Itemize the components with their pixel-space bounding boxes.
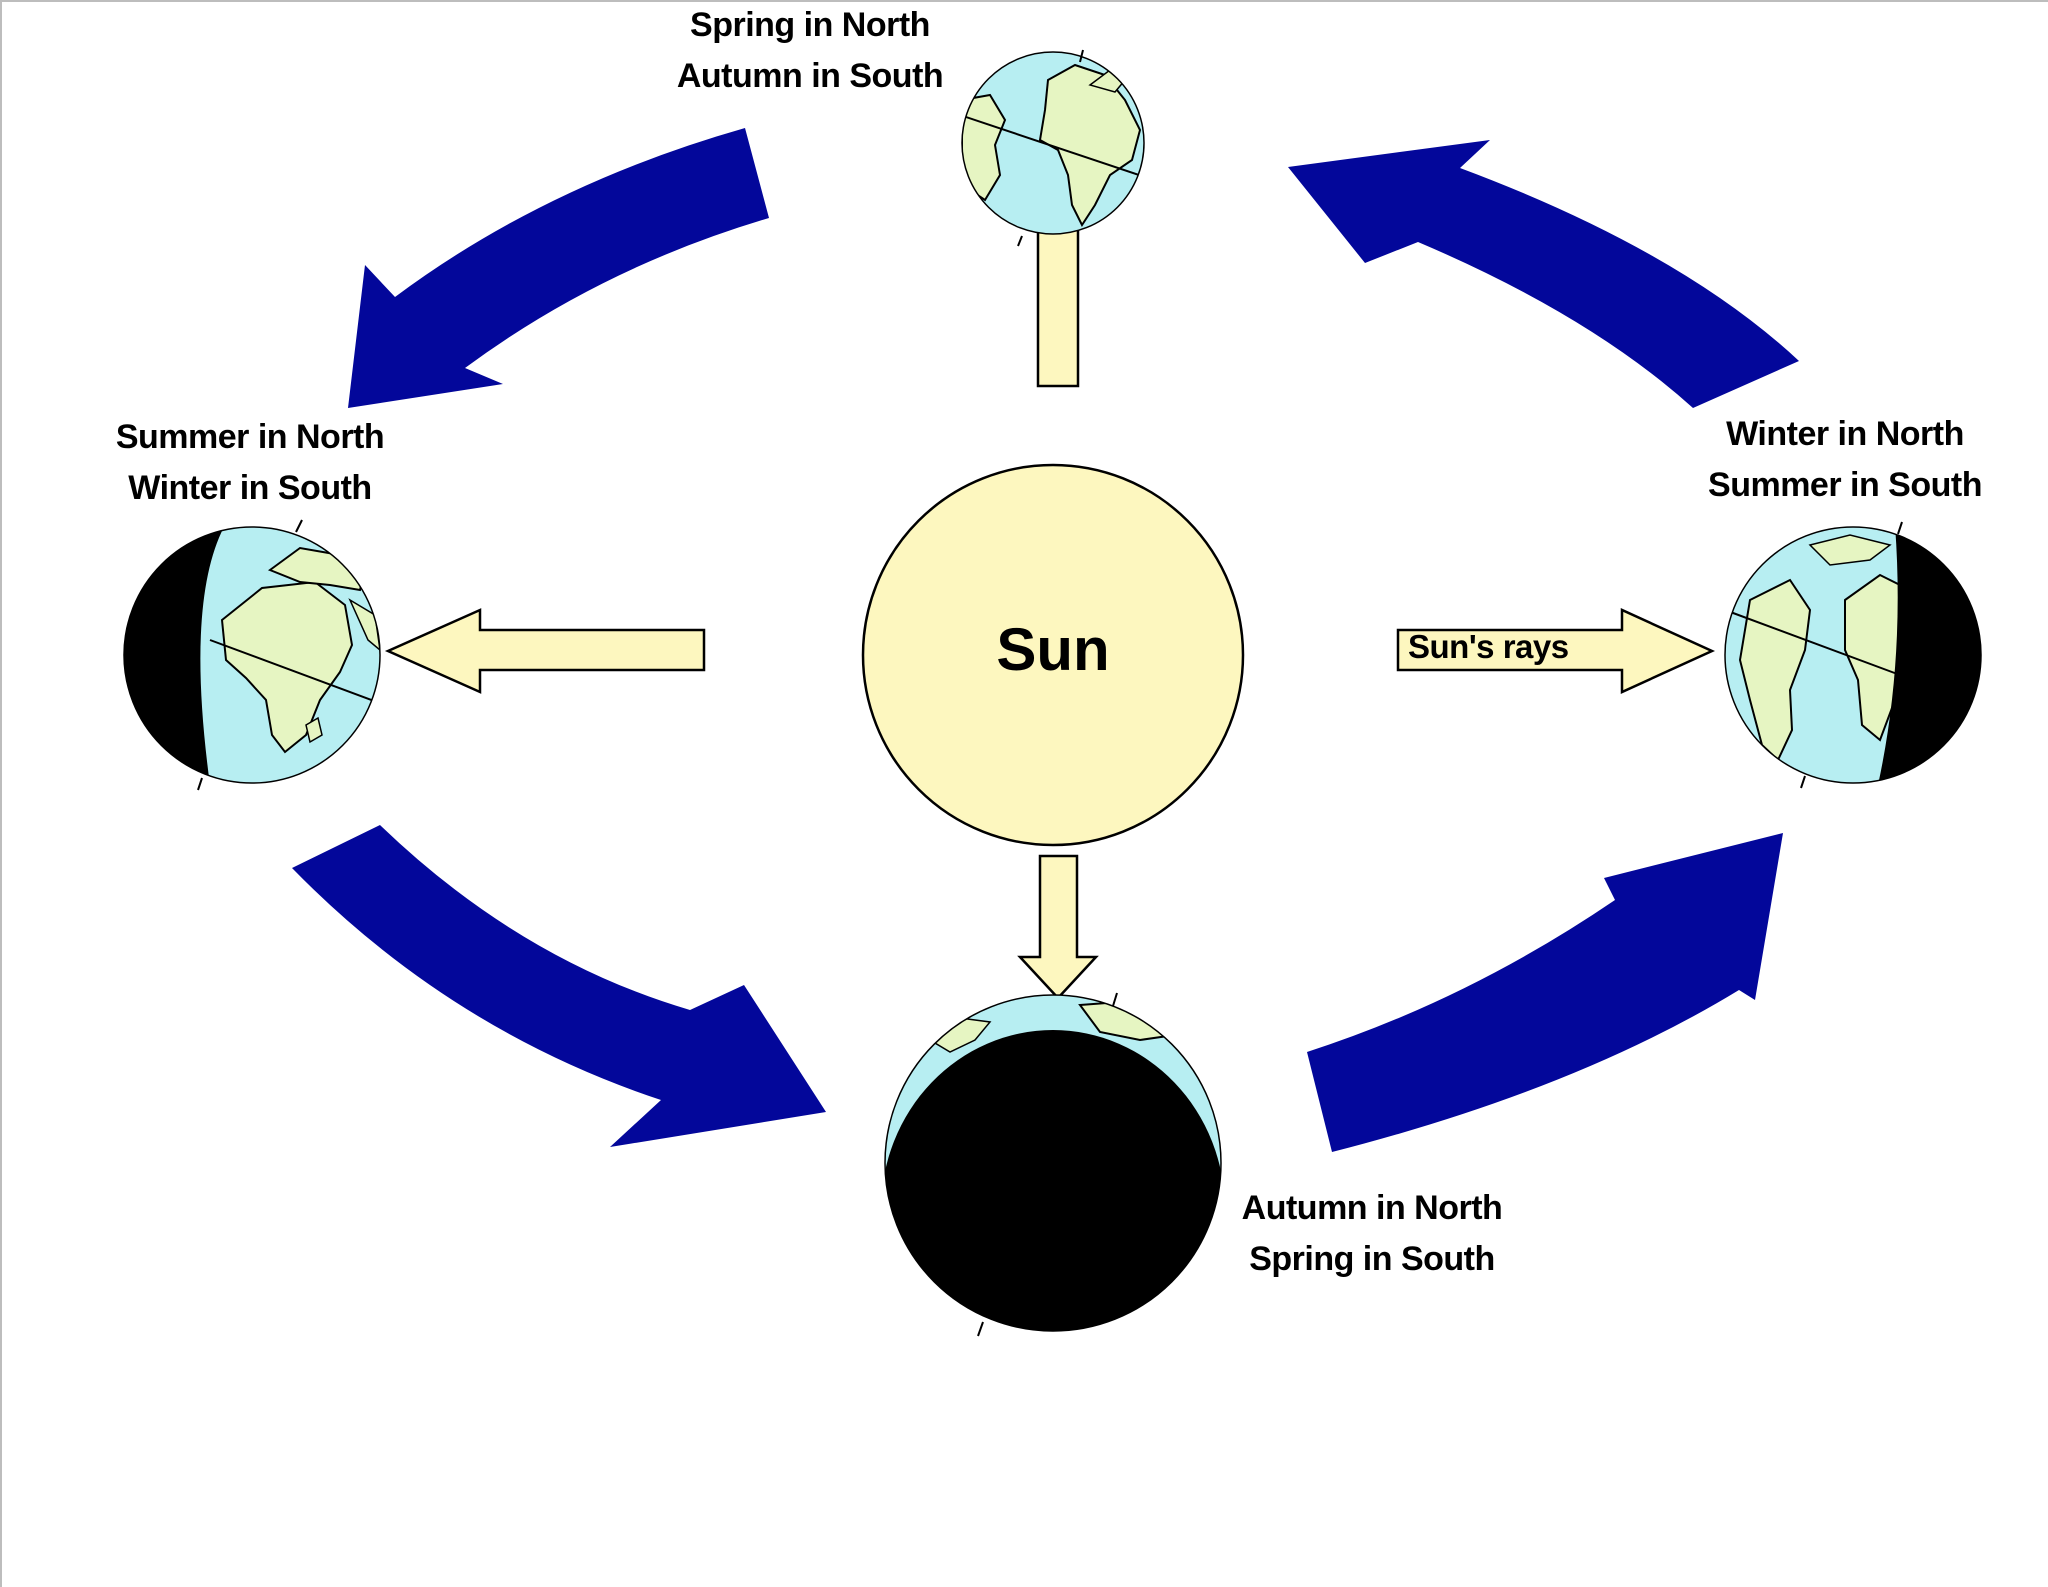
earth-bottom [884,992,1222,1337]
season-label-bottom: Autumn in North Spring in South [1222,1183,1522,1285]
season-right-line1: Winter in North [1726,415,1964,453]
season-label-right: Winter in North Summer in South [1690,409,2000,511]
sun-label: Sun [996,616,1110,683]
season-left-line1: Summer in North [115,418,385,456]
orbit-arrow-top-left [348,128,769,408]
season-label-top: Spring in North Autumn in South [660,0,960,102]
earth-right [1724,521,1982,789]
ray-arrow-left [384,608,706,694]
ray-arrow-down [1017,854,1099,1000]
season-bottom-line1: Autumn in North [1241,1189,1503,1227]
ray-arrow-right [1396,608,1716,694]
orbit-arrow-bottom-right [1307,833,1783,1152]
season-right-line2: Summer in South [1708,466,1982,504]
orbit-arrow-left-bottom [292,825,826,1147]
season-bottom-line2: Spring in South [1249,1240,1495,1278]
earth-left [123,519,381,791]
season-top-line1: Spring in North [690,6,930,44]
season-left-line2: Winter in South [128,469,372,507]
orbit-arrow-right-top [1288,140,1799,408]
season-label-left: Summer in North Winter in South [100,412,400,514]
sun-disc [861,463,1245,847]
earth-top [961,49,1145,247]
frame-top-edge [0,0,2048,2]
season-top-line2: Autumn in South [676,57,944,95]
suns-rays-label: Sun's rays [1408,628,1569,665]
frame-left-edge [0,0,2,1587]
